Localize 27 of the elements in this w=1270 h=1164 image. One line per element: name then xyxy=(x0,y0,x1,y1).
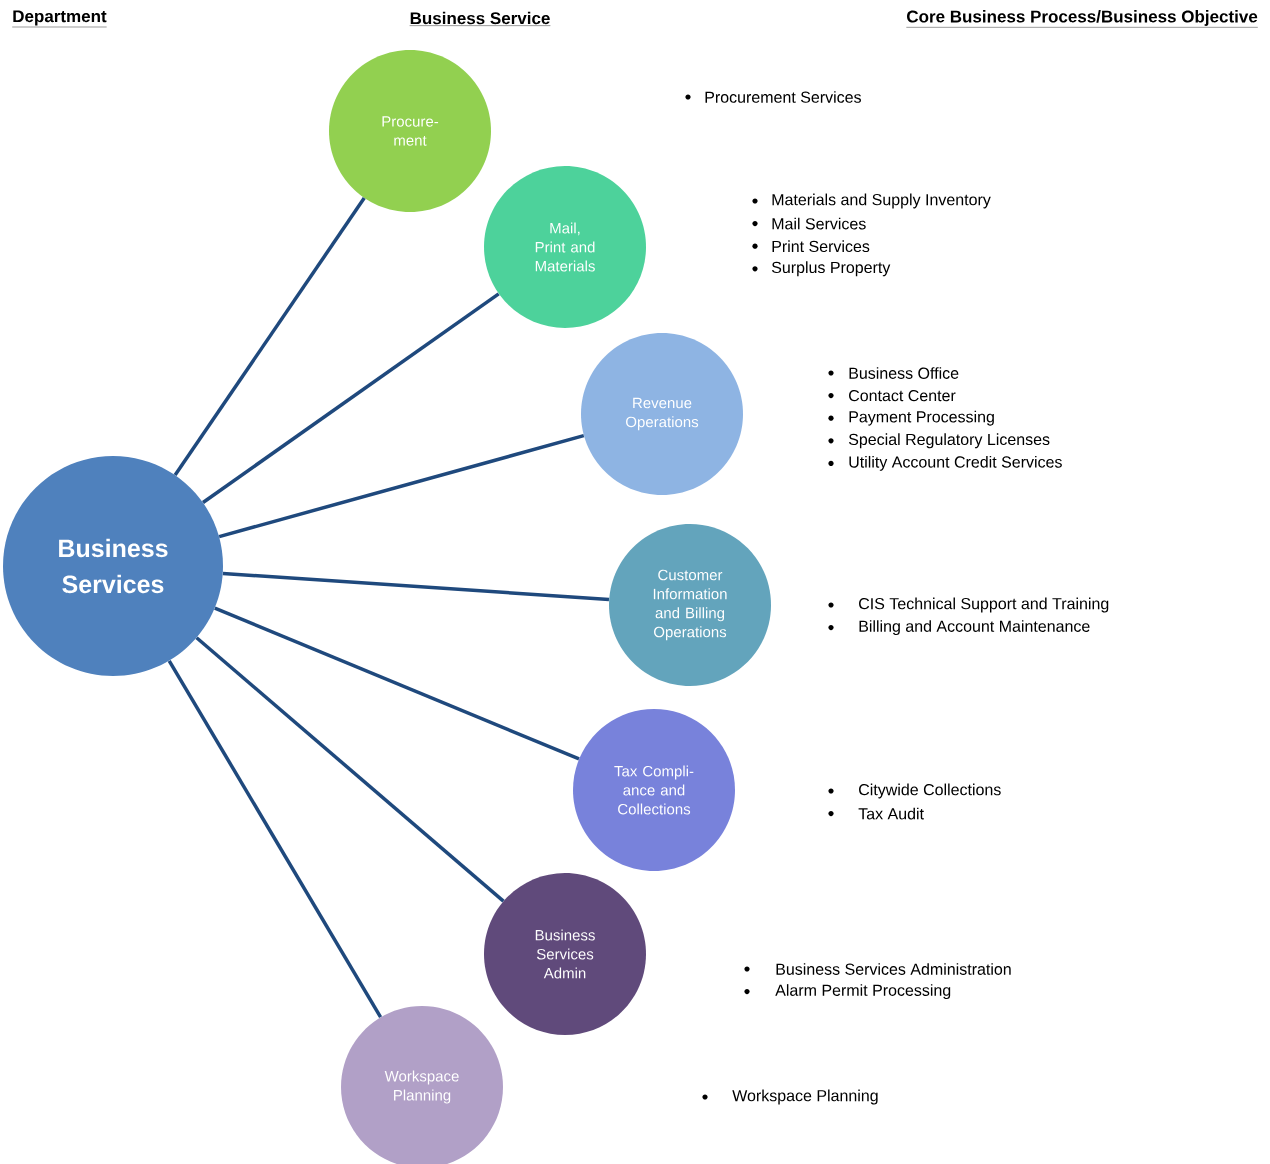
bullet-item: Utility Account Credit Services xyxy=(828,455,1062,471)
bullet-item: Billing and Account Maintenance xyxy=(828,620,1090,636)
column-heading: Department xyxy=(12,10,107,28)
column-heading: Core Business Process/Business Objective xyxy=(906,10,1258,28)
bullet-item: Special Regulatory Licenses xyxy=(828,433,1050,449)
bullet-item: Business Office xyxy=(828,367,959,379)
bullet-item: Surplus Property xyxy=(752,261,891,277)
connector-line xyxy=(167,659,383,1019)
column-heading: Business Service xyxy=(409,11,551,26)
bullet-item: CIS Technical Support and Training xyxy=(828,597,1109,613)
bullet-item: Print Services xyxy=(752,240,870,253)
connector-line xyxy=(222,571,610,602)
bullet-item: Alarm Permit Processing xyxy=(744,984,951,1000)
bullet-item: Business Services Administration xyxy=(744,963,1011,975)
connector-line xyxy=(214,606,580,761)
connector-line xyxy=(218,434,585,539)
bullet-item: Citywide Collections xyxy=(828,783,1001,799)
bullet-item: Contact Center xyxy=(828,389,956,402)
bullet-item: Mail Services xyxy=(752,217,866,230)
bullet-item: Workspace Planning xyxy=(702,1089,878,1105)
connector-line xyxy=(195,636,505,903)
bullet-item: Payment Processing xyxy=(828,410,994,426)
connector-line xyxy=(202,292,500,504)
connector-line xyxy=(173,197,366,476)
bullet-item: Tax Audit xyxy=(828,807,924,820)
bullet-item: Materials and Supply Inventory xyxy=(752,193,991,209)
bullet-item: Procurement Services xyxy=(685,91,861,103)
